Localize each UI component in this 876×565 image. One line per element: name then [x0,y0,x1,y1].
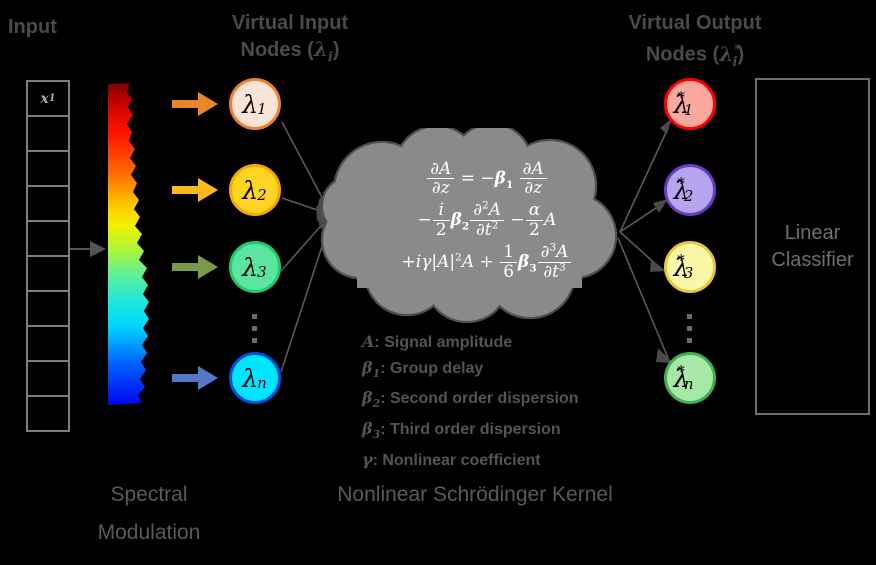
legend-row-A: A: Signal amplitude [362,332,513,351]
linear-classifier-box[interactable]: Linear Classifier [755,78,870,415]
input-cell-6 [28,257,68,292]
input-cell-4 [28,187,68,222]
legend-row-beta1: β1: Group delay [362,357,484,380]
spectral-modulation-band [108,83,149,405]
input-cell-9 [28,362,68,397]
virtual-output-node-lambda-1[interactable]: λ*1 [664,78,716,130]
equation-symbol-legend: A: Signal amplitude β1: Group delay β2: … [362,330,578,473]
arrow-to-lambda-1-icon [172,92,218,116]
footer-label-spectral-modulation: Spectral Modulation [97,483,201,544]
nonlinear-schrodinger-kernel-cloud [320,128,618,323]
legend-row-gamma: γ: Nonlinear coefficient [362,449,541,469]
page-title-input: Input [8,16,57,38]
virtual-output-node-lambda-3[interactable]: λ*3 [664,241,716,293]
input-cell-5 [28,222,68,257]
input-cell-3 [28,152,68,187]
legend-row-beta3: β3: Third order dispersion [362,418,561,442]
virtual-output-node-lambda-2[interactable]: λ*2 [664,164,716,216]
virtual-output-node-lambda-n[interactable]: λ*n [664,352,716,404]
legend-row-beta2: β2: Second order dispersion [362,388,579,411]
output-nodes-ellipsis [687,314,693,350]
footer-label-nonlinear-schrodinger-kernel: Nonlinear Schrödinger Kernel [337,483,613,506]
input-cell-8 [28,327,68,362]
input-cell-7 [28,292,68,327]
arrow-to-lambda-n-icon [172,366,218,390]
input-to-spectrum-arrow-icon [70,241,106,257]
arrow-to-lambda-3-icon [172,255,218,279]
input-nodes-ellipsis [252,314,258,350]
arrow-to-lambda-2-icon [172,178,218,202]
input-cell-2 [28,117,68,152]
